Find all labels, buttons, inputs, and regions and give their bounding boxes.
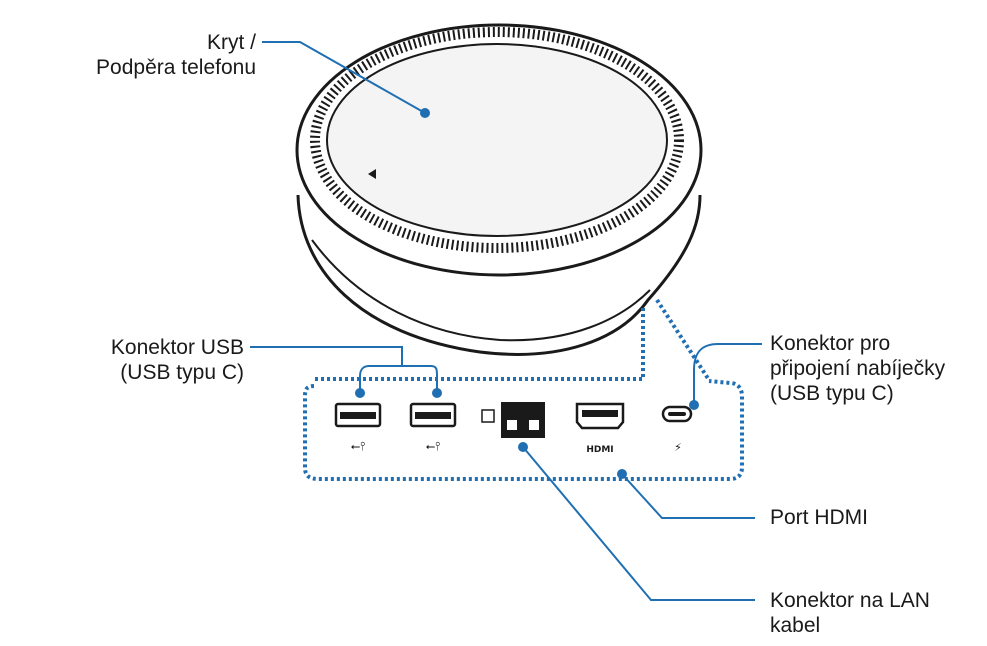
charger-label-line-2: připojení nabíječky [770,357,946,380]
hdmi-port: HDMI [575,402,625,455]
hdmi-port-label: Port HDMI [770,506,869,529]
lan-port [481,402,545,438]
triangle-marker-icon [368,169,376,179]
usb-symbol-icon: ⭠⫯ [426,439,441,453]
charging-symbol-icon: ⚡ [674,441,682,454]
cover-label: Kryt / Podpěra telefonu [80,30,256,80]
dock-device [295,23,703,356]
hdmi-logo: HDMI [586,445,613,455]
usb-port-1: ⭠⫯ [334,402,382,453]
port-panel-outline [303,298,744,481]
charger-connector-label: Konektor pro připojení nabíječky (USB ty… [770,331,945,406]
lan-connector-label: Konektor na LAN kabel [770,588,930,638]
usb-label-line-2: (USB typu C) [120,361,244,384]
usb-port-2: ⭠⫯ [409,402,457,453]
usb-connector-label: Konektor USB (USB typu C) [60,335,244,385]
usb-c-charger-port: ⚡ [661,405,693,454]
charger-label-line-3: (USB typu C) [770,382,894,405]
lan-label-line-1: Konektor na LAN [770,589,930,612]
network-icon [481,409,495,423]
cover-label-line-2: Podpěra telefonu [96,56,256,79]
lan-label-line-2: kabel [770,614,821,637]
usb-symbol-icon: ⭠⫯ [351,439,366,453]
callout-lines [250,41,762,601]
cover-label-line-1: Kryt / [206,31,256,54]
usb-label-line-1: Konektor USB [110,336,244,359]
charger-label-line-1: Konektor pro [770,332,891,355]
